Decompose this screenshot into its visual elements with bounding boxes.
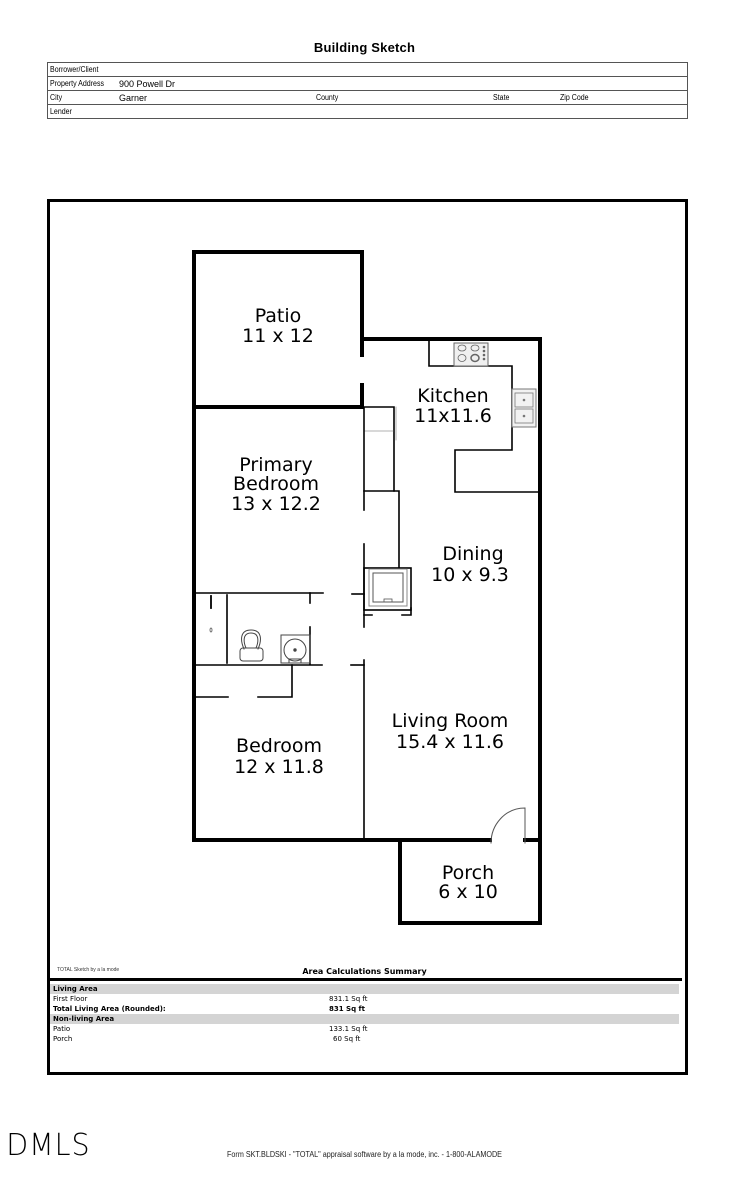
row-value: 60 Sq ft: [333, 1035, 361, 1043]
porch-walls: [398, 841, 542, 925]
address-label: Property Address: [50, 79, 105, 88]
patio-walls: [192, 250, 364, 409]
sketch-caption: TOTAL Sketch by a la mode: [57, 967, 120, 973]
shower-drain-icon: [209, 627, 213, 633]
dining-size: 10 x 9.3: [431, 564, 509, 586]
lender-row: Lender: [48, 105, 687, 118]
sink-icon: [280, 634, 311, 664]
summary-row-total-living: Total Living Area (Rounded): 831 Sq ft: [47, 1004, 682, 1014]
summary-row-patio: Patio 133.1 Sq ft: [47, 1024, 682, 1034]
interior-walls: [195, 406, 400, 841]
city-value: Garner: [119, 93, 148, 103]
room-labels: Patio 11 x 12 Kitchen 11x11.6 Primary Be…: [231, 305, 509, 903]
porch-label: Porch: [442, 862, 494, 884]
dmls-logo: DMLS: [6, 1128, 91, 1163]
patio-size: 11 x 12: [242, 325, 314, 347]
kitchen-label: Kitchen: [417, 385, 488, 407]
primary-bedroom-label: Primary: [239, 454, 312, 476]
row-value: 831 Sq ft: [329, 1005, 365, 1013]
row-label: First Floor: [53, 995, 88, 1003]
lender-label: Lender: [50, 107, 72, 116]
summary-title: Area Calculations Summary: [302, 967, 427, 976]
address-row: Property Address 900 Powell Dr: [48, 77, 687, 91]
section-label: Living Area: [53, 985, 98, 993]
section-label: Non-living Area: [53, 1015, 115, 1023]
porch-size: 6 x 10: [438, 881, 498, 903]
page-title: Building Sketch: [313, 40, 416, 55]
row-value: 133.1 Sq ft: [329, 1025, 368, 1033]
row-label: Patio: [53, 1025, 71, 1033]
patio-label: Patio: [255, 305, 302, 327]
summary-row-porch: Porch 60 Sq ft: [47, 1034, 682, 1044]
city-row: City Garner County State Zip Code: [48, 91, 687, 105]
kitchen-counters: [428, 338, 541, 493]
row-value: 831.1 Sq ft: [329, 995, 368, 1003]
form-footer: Form SKT.BLDSKI - "TOTAL" appraisal soft…: [227, 1150, 502, 1159]
living-room-size: 15.4 x 11.6: [396, 731, 504, 753]
exterior-walls: [192, 337, 542, 845]
summary-section-living: Living Area: [50, 984, 679, 994]
toilet-icon: [239, 629, 264, 662]
primary-bedroom-label2: Bedroom: [233, 473, 319, 495]
row-label: Porch: [53, 1035, 73, 1043]
sketch-frame: [47, 199, 688, 1075]
primary-bedroom-size: 13 x 12.2: [231, 493, 321, 515]
living-room-label: Living Room: [392, 710, 509, 732]
dining-label: Dining: [442, 543, 503, 565]
kitchen-size: 11x11.6: [414, 405, 492, 427]
property-info-table: Borrower/Client Property Address 900 Pow…: [47, 62, 688, 119]
zip-label: Zip Code: [560, 93, 589, 102]
borrower-row: Borrower/Client: [48, 63, 687, 77]
row-label: Total Living Area (Rounded):: [53, 1005, 166, 1013]
summary-section-nonliving: Non-living Area: [50, 1014, 679, 1024]
address-value: 900 Powell Dr: [119, 79, 176, 89]
state-label: State: [493, 93, 510, 102]
entry-door-icon: [490, 807, 526, 844]
bedroom-size: 12 x 11.8: [234, 756, 324, 778]
fireplace-icon: [363, 567, 412, 616]
bedroom-label: Bedroom: [236, 735, 322, 757]
summary-row-first-floor: First Floor 831.1 Sq ft: [47, 994, 682, 1004]
stove-icon: [457, 344, 486, 363]
county-label: County: [316, 93, 339, 102]
city-label: City: [50, 93, 63, 102]
borrower-label: Borrower/Client: [50, 65, 99, 74]
area-summary-table: Living Area First Floor 831.1 Sq ft Tota…: [47, 978, 682, 1073]
